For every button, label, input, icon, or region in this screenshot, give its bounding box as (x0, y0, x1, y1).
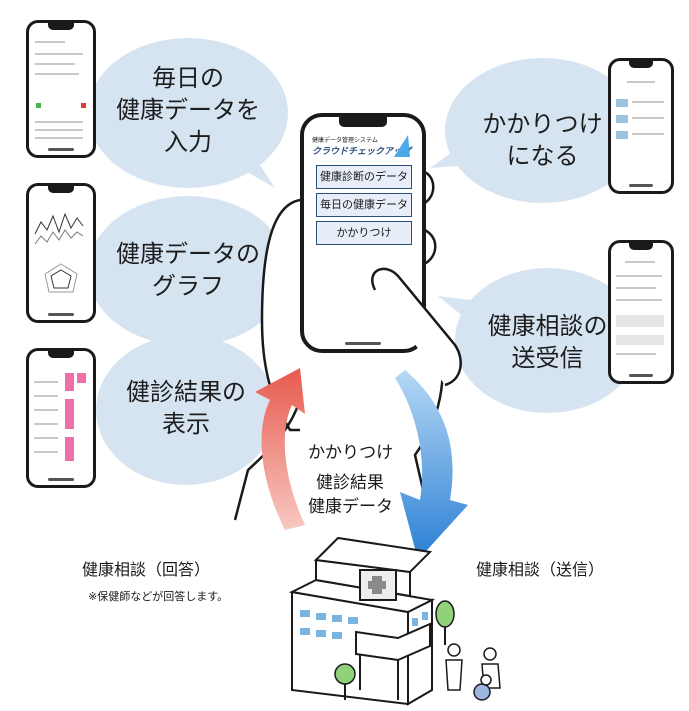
bubble-input-line2: 健康データを (116, 96, 260, 124)
app-small-title: 健康データ管理システム (312, 137, 378, 144)
menu-health-checkup-data[interactable]: 健康診断のデータ (316, 165, 412, 189)
phone-notch (48, 23, 74, 30)
phone-kakaritsuke-screen (608, 58, 674, 194)
left-label-consult-answer: 健康相談（回答） (82, 560, 211, 579)
tail-consult (438, 296, 470, 322)
bubble-results-line1: 健診結果の (126, 378, 246, 406)
bubble-results (96, 335, 276, 485)
bubble-input-line1: 毎日の (152, 64, 224, 92)
phone-home-bar (48, 148, 74, 151)
bubble-graph-text: 健康データの グラフ (88, 238, 288, 302)
phone-graph-screen (26, 183, 96, 323)
center-label-kakaritsuke: かかりつけ (308, 443, 394, 463)
bubble-kakaritsuke (445, 58, 640, 203)
phone-home-bar (48, 478, 74, 481)
bubble-graph-line1: 健康データの (116, 240, 260, 268)
phone-home-bar (629, 374, 653, 377)
bubble-consult-line1: 健康相談の (487, 312, 608, 340)
tail-results (230, 372, 262, 395)
arrow-blue (395, 370, 468, 560)
center-label-health-data: 健康データ (308, 497, 393, 517)
bubble-input-line3: 入力 (164, 128, 212, 156)
center-label-results: 健診結果 (316, 473, 384, 493)
phone-notch (629, 243, 653, 250)
bubble-graph-line2: グラフ (152, 272, 224, 300)
people-icon (445, 643, 501, 701)
phone-home-bar (629, 184, 653, 187)
bubble-graph (88, 196, 288, 346)
left-note: ※保健師などが回答します。 (88, 590, 229, 603)
phone-notch (629, 61, 653, 68)
phone-notch (48, 186, 74, 193)
phone-home-bar (48, 313, 74, 316)
bubble-kakaritsuke-text: かかりつけ になる (445, 108, 640, 172)
bubble-kakaritsuke-line1: かかりつけ (482, 110, 603, 138)
main-phone-notch (339, 117, 387, 127)
bubble-consult-line2: 送受信 (511, 344, 584, 372)
app-header: 健康データ管理システム クラウドチェックアップ (312, 135, 412, 163)
bubble-results-text: 健診結果の 表示 (96, 376, 276, 440)
tree-left-icon (334, 663, 356, 685)
mini-graph-icon (34, 212, 84, 293)
main-phone-home-bar (345, 342, 381, 345)
bubble-consult-text: 健康相談の 送受信 (455, 310, 640, 374)
bubble-kakaritsuke-line2: になる (506, 142, 579, 170)
menu-kakaritsuke[interactable]: かかりつけ (316, 221, 412, 245)
tail-input (240, 150, 275, 188)
phone-notch (48, 351, 74, 358)
menu-daily-health-data[interactable]: 毎日の健康データ (316, 193, 412, 217)
tail-kakaritsuke (430, 150, 470, 168)
phone-consult-screen (608, 240, 674, 384)
right-label-consult-send: 健康相談（送信） (476, 560, 605, 579)
tree-right-icon (435, 600, 455, 628)
app-logo-icon (394, 135, 410, 157)
phone-input-screen (26, 20, 96, 158)
arrow-red (255, 368, 305, 530)
phone-results-screen (26, 348, 96, 488)
bubble-results-line2: 表示 (162, 410, 210, 438)
bubble-input-text: 毎日の 健康データを 入力 (88, 62, 288, 158)
app-name: クラウドチェックアップ (312, 147, 412, 157)
